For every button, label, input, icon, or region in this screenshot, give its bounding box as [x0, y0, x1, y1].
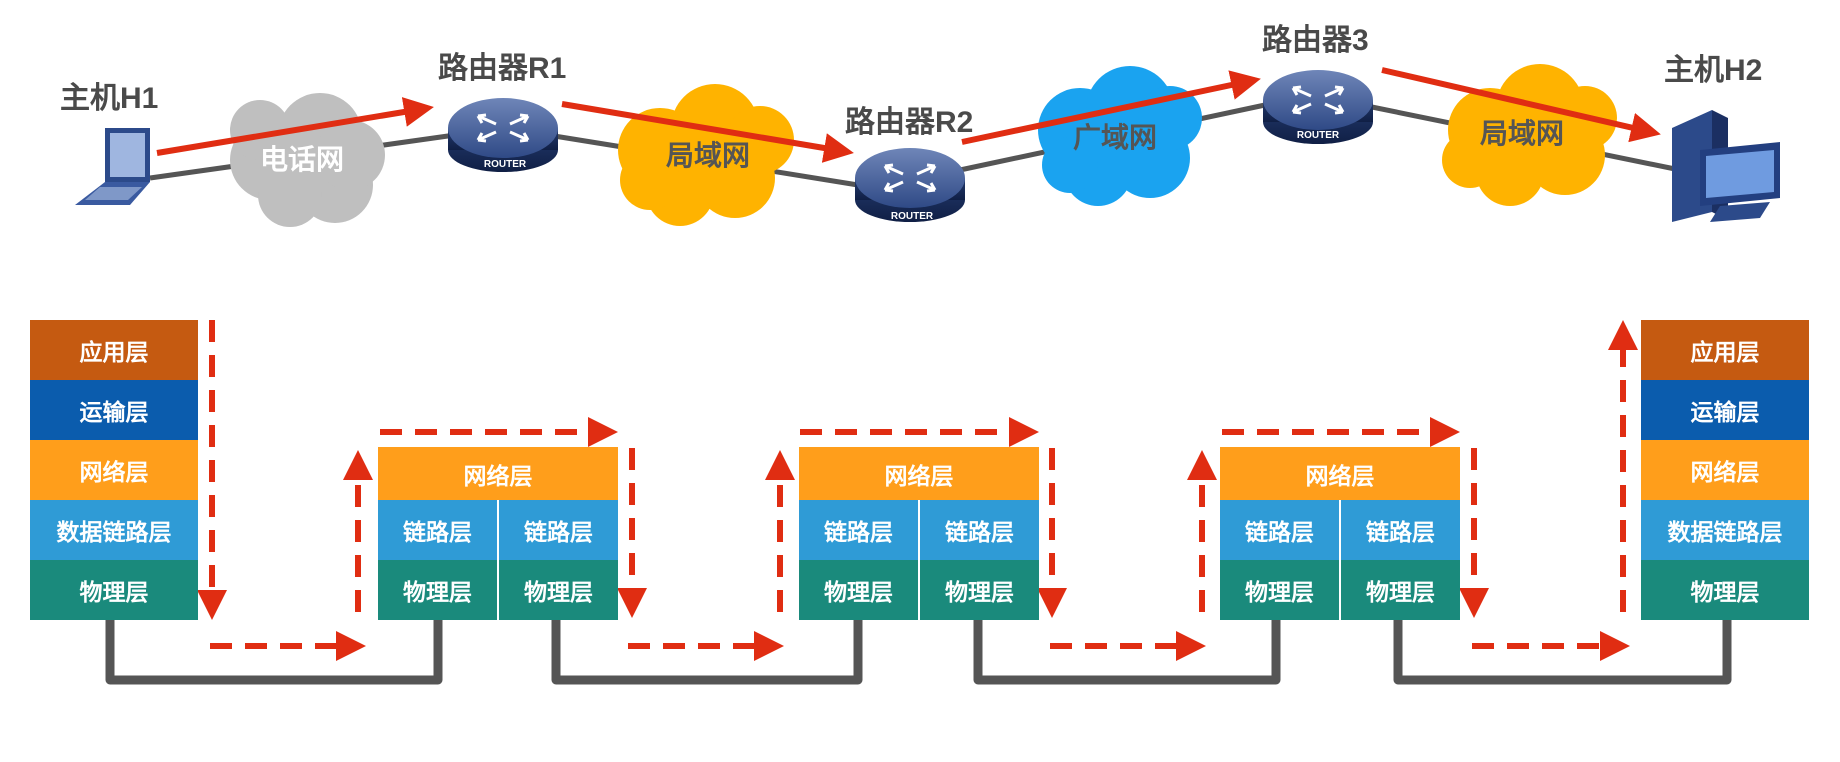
layer-network: 网络层 [1220, 447, 1460, 500]
router-badge: ROUTER [891, 211, 934, 222]
router-icon [855, 148, 965, 222]
layer-link: 链路层 [524, 519, 593, 545]
router-badge: ROUTER [1297, 130, 1340, 141]
cloud-lan-1-label: 局域网 [665, 140, 751, 171]
layer-transport: 运输层 [1641, 380, 1809, 440]
layer-application: 应用层 [1641, 320, 1809, 380]
link-layer-row: 链路层 链路层 [378, 500, 618, 560]
physical-layer-row: 物理层 物理层 [378, 560, 618, 620]
router-3-label: 路由器3 [1262, 24, 1369, 57]
layer-physical: 物理层 [1366, 579, 1435, 605]
router-r1-protocol-stack: 网络层 链路层 链路层 物理层 物理层 [378, 447, 618, 620]
host-h1-label: 主机H1 [60, 82, 159, 115]
cloud-wan [1038, 66, 1202, 206]
layer-physical: 物理层 [1220, 560, 1341, 620]
host-h1-protocol-stack: 应用层 运输层 网络层 数据链路层 物理层 [30, 320, 198, 620]
layer-network: 网络层 [378, 447, 618, 500]
router-badge: ROUTER [484, 159, 527, 170]
layer-datalink: 数据链路层 [1641, 500, 1809, 560]
desktop-computer-icon [1672, 110, 1780, 222]
data-flow-arrows [197, 320, 1638, 661]
router-r2-label: 路由器R2 [845, 106, 974, 139]
cloud-lan-2-label: 局域网 [1479, 118, 1565, 149]
layer-datalink: 数据链路层 [30, 500, 198, 560]
layer-transport: 运输层 [30, 380, 198, 440]
layer-link: 链路层 [1366, 519, 1435, 545]
packet-path-arrows [156, 67, 1661, 163]
link-layer-row: 链路层 链路层 [799, 500, 1039, 560]
layer-network: 网络层 [1641, 440, 1809, 500]
physical-links [105, 620, 1732, 685]
layer-link: 链路层 [945, 519, 1014, 545]
layer-application: 应用层 [30, 320, 198, 380]
layer-physical: 物理层 [30, 560, 198, 620]
layer-physical: 物理层 [799, 560, 920, 620]
layer-physical: 物理层 [524, 579, 593, 605]
host-h2-label: 主机H2 [1664, 54, 1763, 87]
cloud-phone-label: 电话网 [259, 144, 345, 175]
laptop-icon [75, 128, 150, 205]
cloud-wan-label: 广域网 [1072, 122, 1158, 153]
host-h2-protocol-stack: 应用层 运输层 网络层 数据链路层 物理层 [1641, 320, 1809, 620]
link-layer-row: 链路层 链路层 [1220, 500, 1460, 560]
router-icon [1263, 70, 1373, 144]
layer-physical: 物理层 [1641, 560, 1809, 620]
router-3-protocol-stack: 网络层 链路层 链路层 物理层 物理层 [1220, 447, 1460, 620]
physical-layer-row: 物理层 物理层 [799, 560, 1039, 620]
layer-physical: 物理层 [378, 560, 499, 620]
physical-layer-row: 物理层 物理层 [1220, 560, 1460, 620]
layer-physical: 物理层 [945, 579, 1014, 605]
layer-link: 链路层 [1220, 500, 1341, 560]
layer-network: 网络层 [799, 447, 1039, 500]
router-icon [448, 98, 558, 172]
router-r1-label: 路由器R1 [438, 52, 567, 85]
router-r2-protocol-stack: 网络层 链路层 链路层 物理层 物理层 [799, 447, 1039, 620]
layer-link: 链路层 [799, 500, 920, 560]
cloud-lan-1 [618, 84, 794, 226]
layer-link: 链路层 [378, 500, 499, 560]
layer-network: 网络层 [30, 440, 198, 500]
